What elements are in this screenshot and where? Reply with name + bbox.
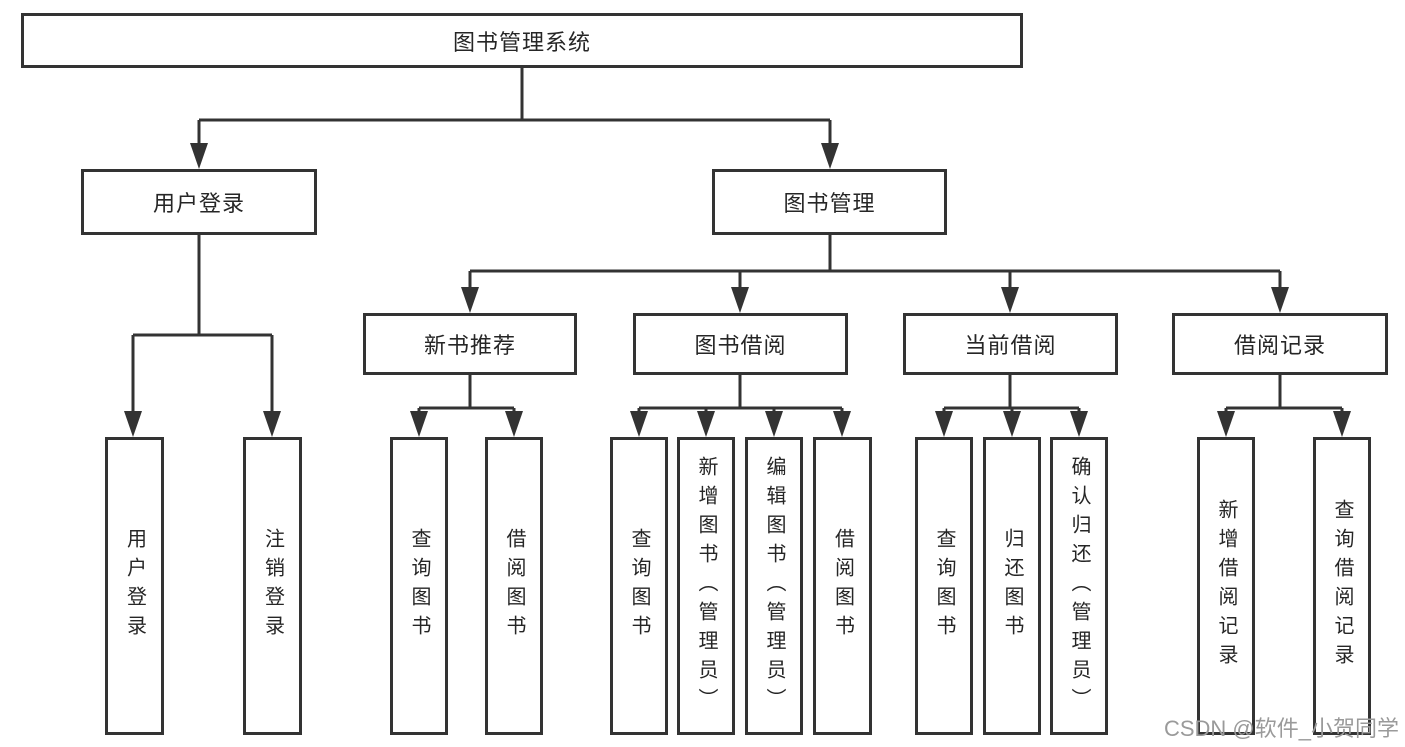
node-borrow-records: 借阅记录 [1172,313,1388,375]
leaf-query-borrow-record: 查询借阅记录 [1313,437,1371,735]
leaf-label: 新增借阅记录 [1215,499,1237,673]
leaf-label: 用户登录 [123,528,146,644]
leaf-return-books: 归还图书 [983,437,1041,735]
leaf-label: 确认归还（管理员） [1068,455,1090,717]
leaf-add-borrow-record: 新增借阅记录 [1197,437,1255,735]
node-new-book-recommend: 新书推荐 [363,313,577,375]
leaf-label: 查询图书 [628,528,650,644]
leaf-logout: 注销登录 [243,437,302,735]
leaf-label: 归还图书 [1001,528,1023,644]
leaf-label: 注销登录 [261,528,284,644]
leaf-label: 借阅图书 [503,528,525,644]
leaf-label: 查询图书 [408,528,430,644]
node-user-login: 用户登录 [81,169,317,235]
leaf-confirm-return-admin: 确认归还（管理员） [1050,437,1108,735]
arrow-down-icons [124,143,1351,437]
leaf-add-books-admin: 新增图书（管理员） [677,437,735,735]
node-book-borrow: 图书借阅 [633,313,848,375]
leaf-user-login: 用户登录 [105,437,164,735]
leaf-label: 查询图书 [933,528,955,644]
leaf-label: 查询借阅记录 [1331,499,1353,673]
leaf-borrow-books: 借阅图书 [813,437,872,735]
leaf-label: 借阅图书 [831,528,854,644]
leaf-edit-books-admin: 编辑图书（管理员） [745,437,803,735]
leaf-query-books: 查询图书 [915,437,973,735]
node-library-system: 图书管理系统 [21,13,1023,68]
node-current-borrow: 当前借阅 [903,313,1118,375]
leaf-label: 新增图书（管理员） [695,455,717,717]
leaf-label: 编辑图书（管理员） [763,455,785,717]
leaf-query-books: 查询图书 [390,437,448,735]
leaf-query-books: 查询图书 [610,437,668,735]
node-book-management: 图书管理 [712,169,947,235]
leaf-borrow-books: 借阅图书 [485,437,543,735]
